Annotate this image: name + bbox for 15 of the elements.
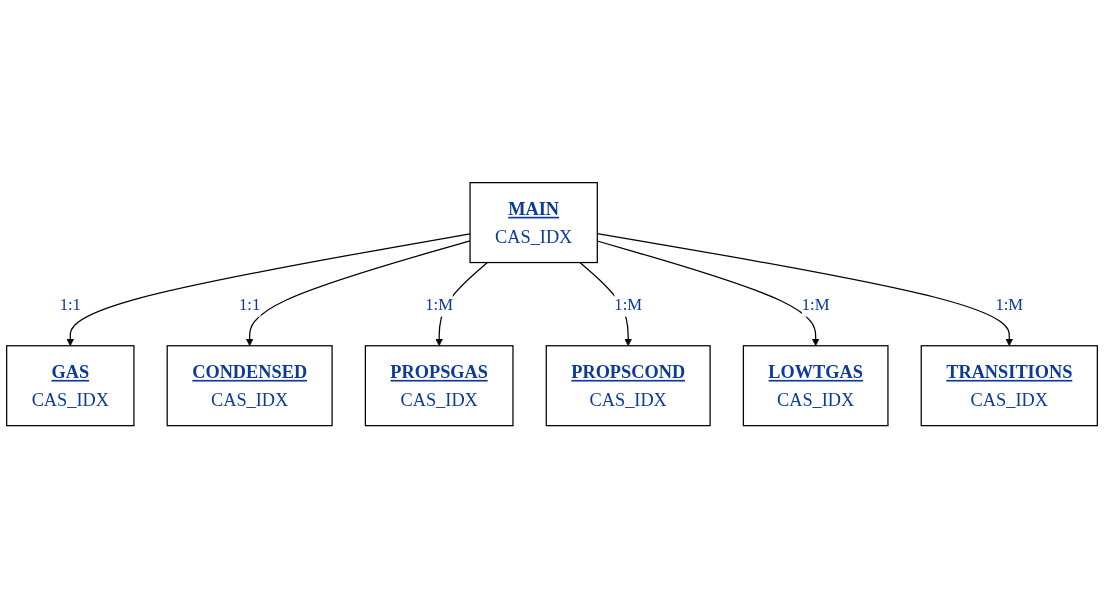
edge-label: 1:M	[995, 294, 1024, 314]
edge-label: 1:M	[801, 294, 830, 314]
node-box: PROPSCOND CAS_IDX	[545, 345, 711, 427]
node-box: PROPSGAS CAS_IDX	[364, 345, 514, 427]
node-box: CONDENSED CAS_IDX	[166, 345, 333, 427]
edge-label: 1:M	[614, 294, 643, 314]
arrow	[66, 233, 471, 346]
node-box: MAIN CAS_IDX	[469, 181, 598, 263]
node-box: GAS CAS_IDX	[6, 345, 135, 427]
node-box: LOWTGAS CAS_IDX	[742, 345, 889, 427]
arrow	[246, 240, 471, 346]
node-box: TRANSITIONS CAS_IDX	[920, 345, 1098, 427]
edge-label: 1:M	[425, 294, 454, 314]
edge-label: 1:1	[59, 294, 81, 314]
edge-label: 1:1	[239, 294, 261, 314]
